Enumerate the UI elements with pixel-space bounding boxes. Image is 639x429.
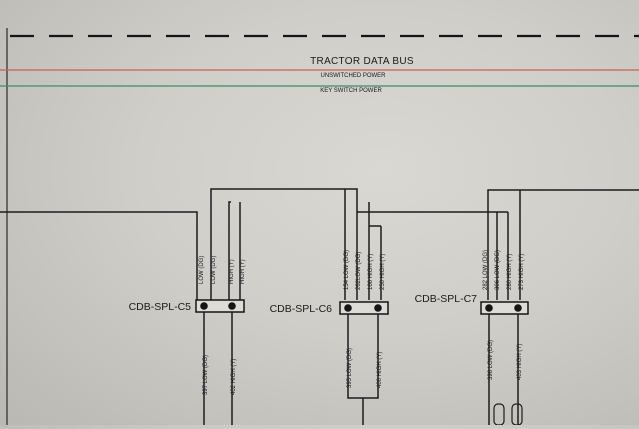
c7-upper-label-4: 273 HIGH (Y)	[519, 254, 525, 290]
connector-c6-label: CDB-SPL-C6	[270, 303, 333, 315]
connector-c5[interactable]: CDB-SPL-C5	[129, 299, 245, 313]
wire-left-feed	[0, 211, 198, 300]
c6-upper-label-2: 262LOW (DG)	[356, 252, 362, 290]
c5-upper-label-4: HIGH (Y)	[240, 259, 246, 284]
connector-c6[interactable]: CDB-SPL-C6	[270, 301, 389, 315]
c5-upper-label-2: LOW (DG)	[211, 256, 217, 284]
lower-connector-stub	[493, 403, 505, 426]
c6-upper-label-4: 250 HIGH (Y)	[380, 254, 386, 290]
c6-lower-label-2: 400 HIGH (Y)	[377, 352, 383, 388]
connector-c5-label: CDB-SPL-C5	[129, 301, 192, 313]
wire-c5-c6-high	[210, 188, 358, 300]
c5-upper-label-1: LOW (DG)	[199, 256, 205, 284]
c7-lower-label-2: 403 HIGH (Y)	[517, 344, 523, 380]
keyswitch-power-label: KEY SWITCH POWER	[320, 88, 382, 94]
c6-upper-label-3: 166 HIGH (Y)	[368, 254, 374, 290]
connector-c7[interactable]: CDB-SPL-C7	[415, 293, 529, 315]
data-bus-title: TRACTOR DATA BUS	[310, 56, 414, 67]
c5-lower-label-1: 397 LOW (DG)	[203, 355, 209, 395]
unswitched-power-label: UNSWITCHED POWER	[321, 73, 387, 79]
lower-connector-stub-2	[511, 403, 523, 426]
c6-lower-label-1: 395 LOW (DG)	[347, 348, 353, 388]
c7-lower-label-1: 396 LOW (DG)	[488, 340, 494, 380]
c5-lower-label-2: 402 HIGH (Y)	[231, 359, 237, 395]
wire-c7-outer	[487, 189, 639, 300]
c7-upper-label-3: 280 HIGH (Y)	[507, 254, 513, 290]
connector-c7-label: CDB-SPL-C7	[415, 293, 478, 305]
c5-upper-label-3: HIGH (Y)	[229, 259, 235, 284]
c6-upper-label-1: 154 LOW (DG)	[344, 250, 350, 290]
c7-upper-label-1: 282 LOW (DG)	[483, 250, 489, 290]
c7-upper-label-2: 306 LOW (DG)	[495, 250, 501, 290]
wire-c5-c6-low	[228, 201, 231, 300]
